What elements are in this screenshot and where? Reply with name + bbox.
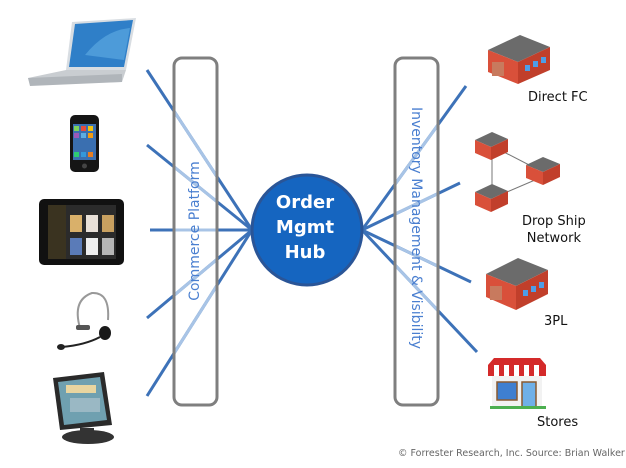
warehouse-icon-3pl: [486, 258, 548, 310]
direct-fc-label: Direct FC: [528, 90, 588, 105]
left-connectors-inside: [174, 69, 217, 397]
shop-icon: [488, 358, 546, 409]
smartphone-icon: [70, 115, 99, 172]
stores-label: Stores: [537, 415, 579, 430]
drop-ship-label: Drop Ship Network: [522, 213, 586, 247]
drop-ship-label-line-2: Network: [526, 231, 582, 246]
commerce-platform-box: [172, 56, 219, 407]
commerce-platform-label: Commerce Platform: [187, 161, 203, 301]
hub-line-1: Order: [275, 192, 335, 213]
laptop-icon: [28, 18, 136, 86]
warehouse-icon-direct-fc: [488, 35, 550, 84]
order-hub-circle: [250, 173, 364, 287]
hub-label: Order Mgmt Hub: [250, 190, 360, 265]
drop-ship-label-line-1: Drop Ship: [522, 214, 586, 229]
copyright-credit: © Forrester Research, Inc. Source: Brian…: [398, 448, 625, 459]
hub-line-3: Hub: [284, 242, 326, 263]
hub-line-2: Mgmt: [275, 217, 335, 238]
3pl-label: 3PL: [544, 314, 568, 329]
warehouse-network-icon: [475, 132, 560, 212]
inventory-platform-box: [393, 56, 440, 407]
inventory-platform-label: Inventory Management & Visibility: [408, 106, 424, 350]
headset-icon: [57, 291, 111, 350]
right-connectors-inside: [395, 85, 438, 354]
tablet-icon: [39, 199, 124, 265]
pos-terminal-icon: [53, 372, 114, 444]
